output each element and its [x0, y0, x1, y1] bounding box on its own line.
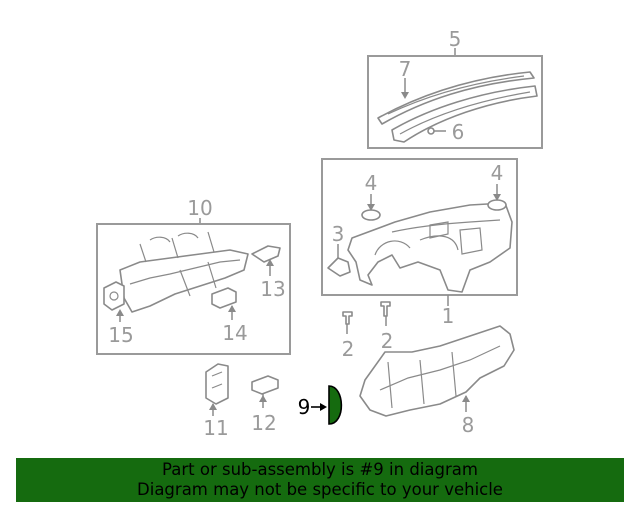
- callout-5: 5: [449, 27, 462, 51]
- banner-line-2: Diagram may not be specific to your vehi…: [137, 480, 503, 499]
- callout-11: 11: [203, 416, 228, 440]
- banner-line-1: Part or sub-assembly is #9 in diagram: [162, 460, 478, 479]
- callout-9: 9: [298, 395, 311, 419]
- trim-strip-part-7: [377, 71, 535, 125]
- screw-part-2-left: [342, 311, 353, 334]
- clip-part-12: [251, 375, 279, 408]
- highlighted-part-9: [311, 385, 343, 425]
- bracket-part-13: [251, 245, 281, 263]
- callout-10: 10: [187, 196, 212, 220]
- callout-12: 12: [251, 411, 276, 435]
- callout-7: 7: [399, 57, 412, 81]
- callout-2-right: 2: [381, 329, 394, 353]
- info-banner: Part or sub-assembly is #9 in diagram Di…: [16, 458, 624, 502]
- bracket-part-15: [103, 281, 125, 311]
- group-10-reinforcement-box: [96, 218, 291, 355]
- callout-15: 15: [108, 323, 133, 347]
- parts-diagram: 5 7 6 4 4 3 1: [96, 27, 543, 440]
- duct-part-8: [359, 325, 515, 417]
- bracket-part-14: [211, 287, 237, 309]
- callout-1: 1: [442, 304, 455, 328]
- callout-3: 3: [332, 222, 345, 246]
- end-cap-part-3: [327, 257, 351, 277]
- group-1-instrument-panel-box: [321, 158, 518, 306]
- vent-part-4-left: [361, 209, 381, 221]
- reinforcement-part-10: [119, 231, 249, 313]
- screw-part-2-right: [380, 301, 391, 326]
- vent-part-4-right: [487, 199, 507, 211]
- callout-4-right: 4: [491, 161, 504, 185]
- callout-6: 6: [452, 120, 465, 144]
- clip-part-6: [427, 127, 446, 135]
- group-5-trim-box: [367, 48, 543, 149]
- callout-2-left: 2: [342, 337, 355, 361]
- callout-8: 8: [462, 413, 475, 437]
- bracket-part-11: [205, 363, 229, 416]
- callout-13: 13: [260, 277, 285, 301]
- callout-14: 14: [222, 321, 247, 345]
- trim-panel-part-5: [391, 85, 538, 143]
- callout-4-left: 4: [365, 171, 378, 195]
